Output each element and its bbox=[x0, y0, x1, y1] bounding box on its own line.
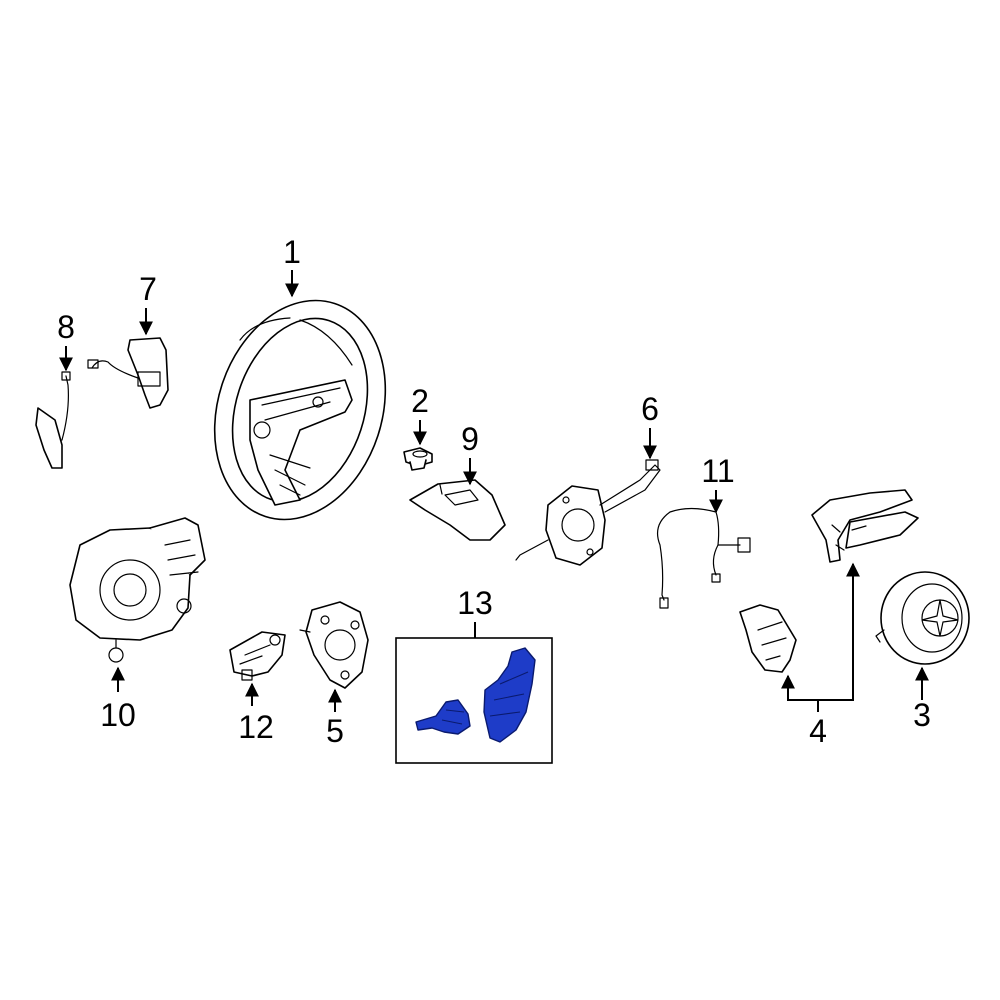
backing-plate-part[interactable] bbox=[299, 601, 369, 689]
callout-label-13: 13 bbox=[457, 585, 493, 621]
wiring-harness-part[interactable] bbox=[657, 507, 751, 609]
nut-part[interactable] bbox=[403, 447, 433, 471]
callout-label-5: 5 bbox=[326, 713, 344, 749]
airbag-part[interactable] bbox=[875, 571, 970, 665]
callout-label-2: 2 bbox=[411, 383, 429, 419]
shift-paddle-part[interactable] bbox=[35, 371, 71, 469]
leader-4 bbox=[818, 562, 860, 701]
switch-cover-upper-part[interactable] bbox=[811, 489, 919, 563]
callout-label-9: 9 bbox=[461, 421, 479, 457]
callout-label-1: 1 bbox=[283, 234, 301, 270]
callout-label-12: 12 bbox=[238, 709, 274, 745]
highlighted-switch-assembly[interactable] bbox=[415, 647, 536, 743]
trim-cover-part[interactable] bbox=[409, 479, 506, 541]
callout-label-7: 7 bbox=[139, 271, 157, 307]
callout-label-11: 11 bbox=[701, 453, 734, 489]
column-housing-part[interactable] bbox=[69, 517, 206, 663]
steering-wheel-part[interactable] bbox=[187, 278, 412, 542]
callout-label-3: 3 bbox=[913, 697, 931, 733]
control-switch-part[interactable] bbox=[229, 631, 286, 681]
clock-spring-part[interactable] bbox=[515, 459, 661, 566]
callout-label-8: 8 bbox=[57, 309, 75, 345]
callout-label-10: 10 bbox=[100, 697, 136, 733]
callout-label-6: 6 bbox=[641, 391, 659, 427]
switch-cover-lower-part[interactable] bbox=[739, 604, 797, 673]
paddle-bracket-part[interactable] bbox=[87, 337, 169, 409]
callout-label-4: 4 bbox=[809, 713, 827, 749]
leader-4b bbox=[781, 674, 818, 701]
